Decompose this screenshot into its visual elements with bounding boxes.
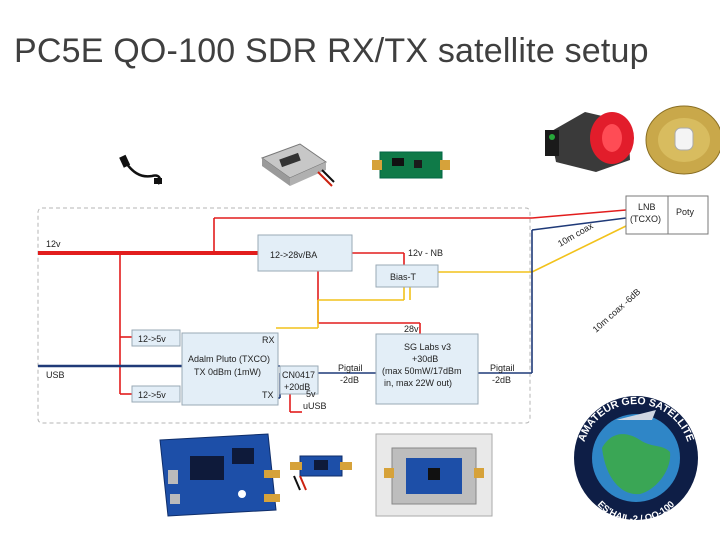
poty-label: Poty [676, 207, 695, 217]
uusb-label: uUSB [303, 401, 327, 411]
sg-labs-gain-label: +30dB [412, 354, 438, 364]
system-container [37, 207, 531, 424]
pluto-rx-label: RX [262, 335, 275, 345]
12v-lnb-label: 12v - NB [408, 248, 443, 258]
step-down-5v-top-label: 12->5v [138, 334, 166, 344]
5v-label: 5v [306, 389, 316, 399]
cn0417-box [279, 365, 319, 395]
poty-box [667, 195, 709, 235]
pluto-tx-label: TX [262, 390, 274, 400]
filter-board-photo [372, 151, 450, 179]
pigtail-right-label: Pigtail [490, 363, 515, 373]
pluto-power-label: TX 0dBm (1mW) [194, 367, 261, 377]
lnb-photo [545, 112, 634, 172]
12v-label: 12v [46, 239, 61, 249]
poty-feed-photo [645, 105, 720, 175]
sg-labs-input-label: (max 50mW/17dBm [382, 366, 462, 376]
adalm-pluto-photo [159, 433, 280, 517]
bias-t-box [375, 264, 439, 288]
dcdc-label: 12->28v/BA [270, 250, 317, 260]
cn0417-gain-label: +20dB [284, 382, 310, 392]
sg-labs-box [375, 333, 479, 405]
step-down-5v-bottom-box [131, 385, 181, 403]
adalm-pluto-box [181, 332, 279, 406]
qo100-logo: AMATEUR GEO SATELLITE ES'HAIL-2 / QO-100 [574, 395, 698, 525]
step-down-5v-bottom-label: 12->5v [138, 390, 166, 400]
cn0417-label: CN0417 [282, 370, 315, 380]
usb-label: USB [46, 370, 65, 380]
pigtail-left-label: Pigtail [338, 363, 363, 373]
lnb-tcxo-label: (TCXO) [630, 214, 661, 224]
pigtail-left-loss-label: -2dB [340, 375, 359, 385]
sg-labs-name-label: SG Labs v3 [404, 342, 451, 352]
dcdc-converter-box [257, 234, 353, 272]
power-cable-photo [119, 154, 162, 185]
coax-bottom-label: 10m coax -6dB [591, 287, 643, 335]
sg-labs-output-label: in, max 22W out) [384, 378, 452, 388]
bias-t-label: Bias-T [390, 272, 417, 282]
lnb-label: LNB [638, 202, 656, 212]
page-title: PC5E QO-100 SDR RX/TX satellite setup [14, 32, 649, 70]
pluto-name-label: Adalm Pluto (TXCO) [188, 354, 270, 364]
sg-labs-amp-photo [375, 433, 493, 517]
cn0417-photo [290, 455, 352, 491]
28v-label: 28v [404, 324, 419, 334]
pigtail-right-loss-label: -2dB [492, 375, 511, 385]
step-down-5v-top-box [131, 329, 181, 347]
dcdc-converter-photo [260, 143, 335, 187]
